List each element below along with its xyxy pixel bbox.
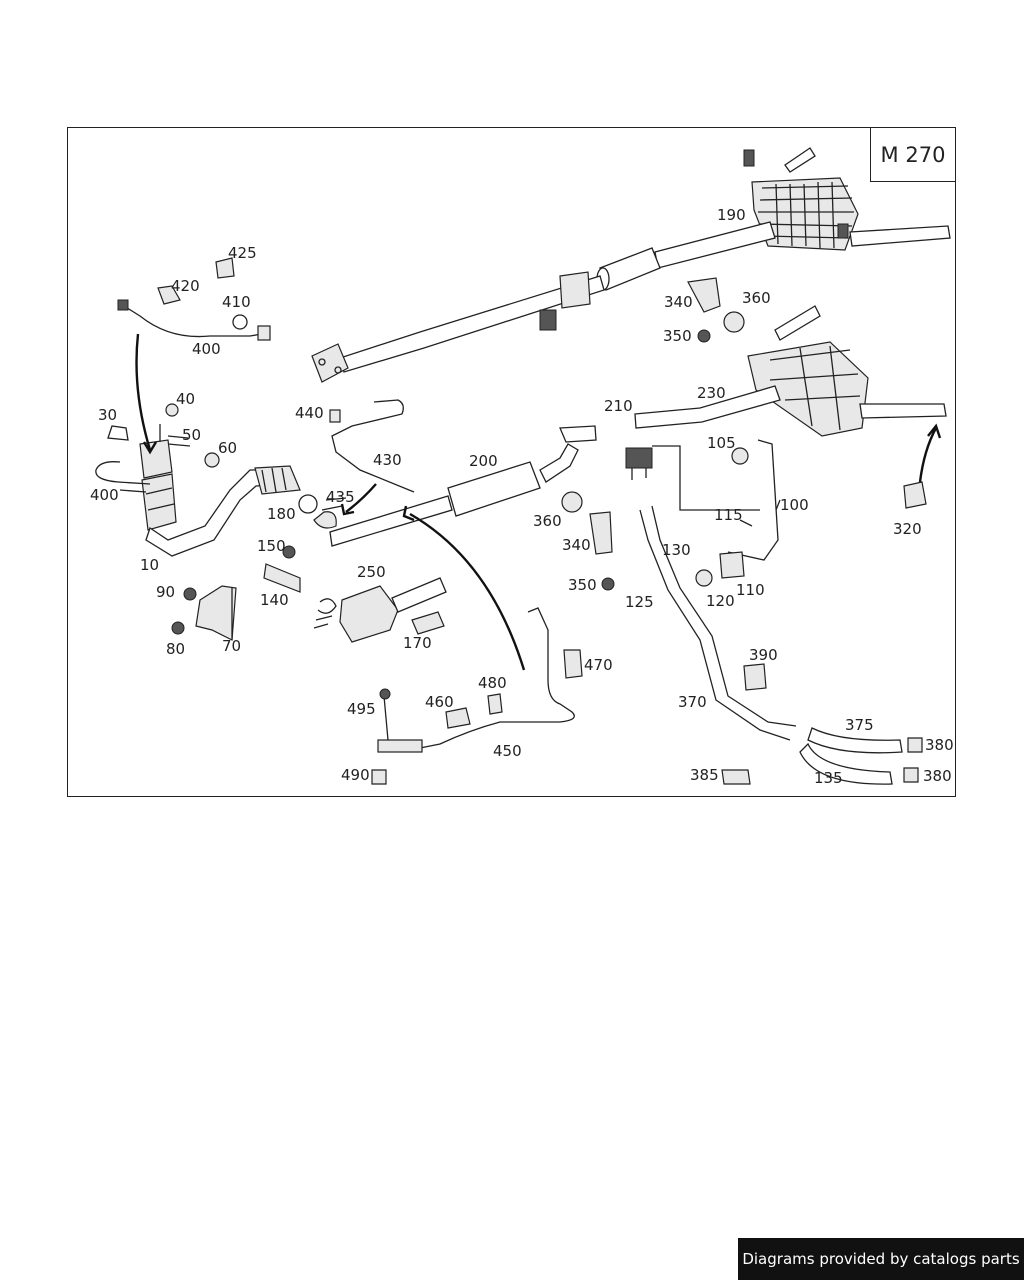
label-430: 430: [373, 451, 402, 469]
label-180: 180: [267, 505, 296, 523]
particulate-filter: [313, 577, 447, 643]
label-420: 420: [171, 277, 200, 295]
part-labels: 10 30 40 50 60 70 80 90 100 105 110 115 …: [90, 206, 954, 787]
label-120: 120: [706, 592, 735, 610]
catalytic-converter-front: [95, 425, 301, 557]
label-320: 320: [893, 520, 922, 538]
label-115: 115: [714, 506, 743, 524]
label-150: 150: [257, 537, 286, 555]
label-90: 90: [156, 583, 175, 601]
diagram-frame: [67, 127, 956, 797]
direction-arrows: [135, 333, 942, 671]
brackets-and-hardware: [157, 257, 927, 785]
label-460: 460: [425, 693, 454, 711]
tailpipe-assembly: [625, 445, 903, 785]
label-435: 435: [326, 488, 355, 506]
label-340-lower: 340: [562, 536, 591, 554]
label-380-lower: 380: [923, 767, 952, 785]
rear-muffler-upper: [654, 147, 951, 269]
label-470: 470: [584, 656, 613, 674]
label-70: 70: [222, 637, 241, 655]
label-360-lower: 360: [533, 512, 562, 530]
label-100: 100: [780, 496, 809, 514]
label-50: 50: [182, 426, 201, 444]
model-code-badge: M 270: [870, 127, 956, 182]
label-135: 135: [814, 769, 843, 787]
label-480: 480: [478, 674, 507, 692]
label-380-upper: 380: [925, 736, 954, 754]
label-385: 385: [690, 766, 719, 784]
label-250: 250: [357, 563, 386, 581]
label-410: 410: [222, 293, 251, 311]
label-170: 170: [403, 634, 432, 652]
label-60: 60: [218, 439, 237, 457]
sensor-wires: [117, 299, 575, 753]
label-190: 190: [717, 206, 746, 224]
label-200: 200: [469, 452, 498, 470]
label-340-upper: 340: [664, 293, 693, 311]
label-210: 210: [604, 397, 633, 415]
label-425: 425: [228, 244, 257, 262]
label-80: 80: [166, 640, 185, 658]
label-230: 230: [697, 384, 726, 402]
label-105: 105: [707, 434, 736, 452]
label-350-upper: 350: [663, 327, 692, 345]
label-125: 125: [625, 593, 654, 611]
label-400-lower: 400: [90, 486, 119, 504]
label-30: 30: [98, 406, 117, 424]
middle-pipe-lower: [329, 425, 597, 547]
label-10: 10: [140, 556, 159, 574]
label-140: 140: [260, 591, 289, 609]
label-490: 490: [341, 766, 370, 784]
rear-muffler-lower: [634, 305, 947, 437]
label-390: 390: [749, 646, 778, 664]
label-40: 40: [176, 390, 195, 408]
label-370: 370: [678, 693, 707, 711]
middle-pipe-upper: [311, 247, 661, 383]
label-375: 375: [845, 716, 874, 734]
leader-lines: [119, 424, 781, 640]
label-440: 440: [295, 404, 324, 422]
label-450: 450: [493, 742, 522, 760]
footer-credit: Diagrams provided by catalogs parts: [738, 1238, 1024, 1280]
label-350-lower: 350: [568, 576, 597, 594]
label-400-upper: 400: [192, 340, 221, 358]
label-130: 130: [662, 541, 691, 559]
label-110: 110: [736, 581, 765, 599]
label-495: 495: [347, 700, 376, 718]
label-360-upper: 360: [742, 289, 771, 307]
